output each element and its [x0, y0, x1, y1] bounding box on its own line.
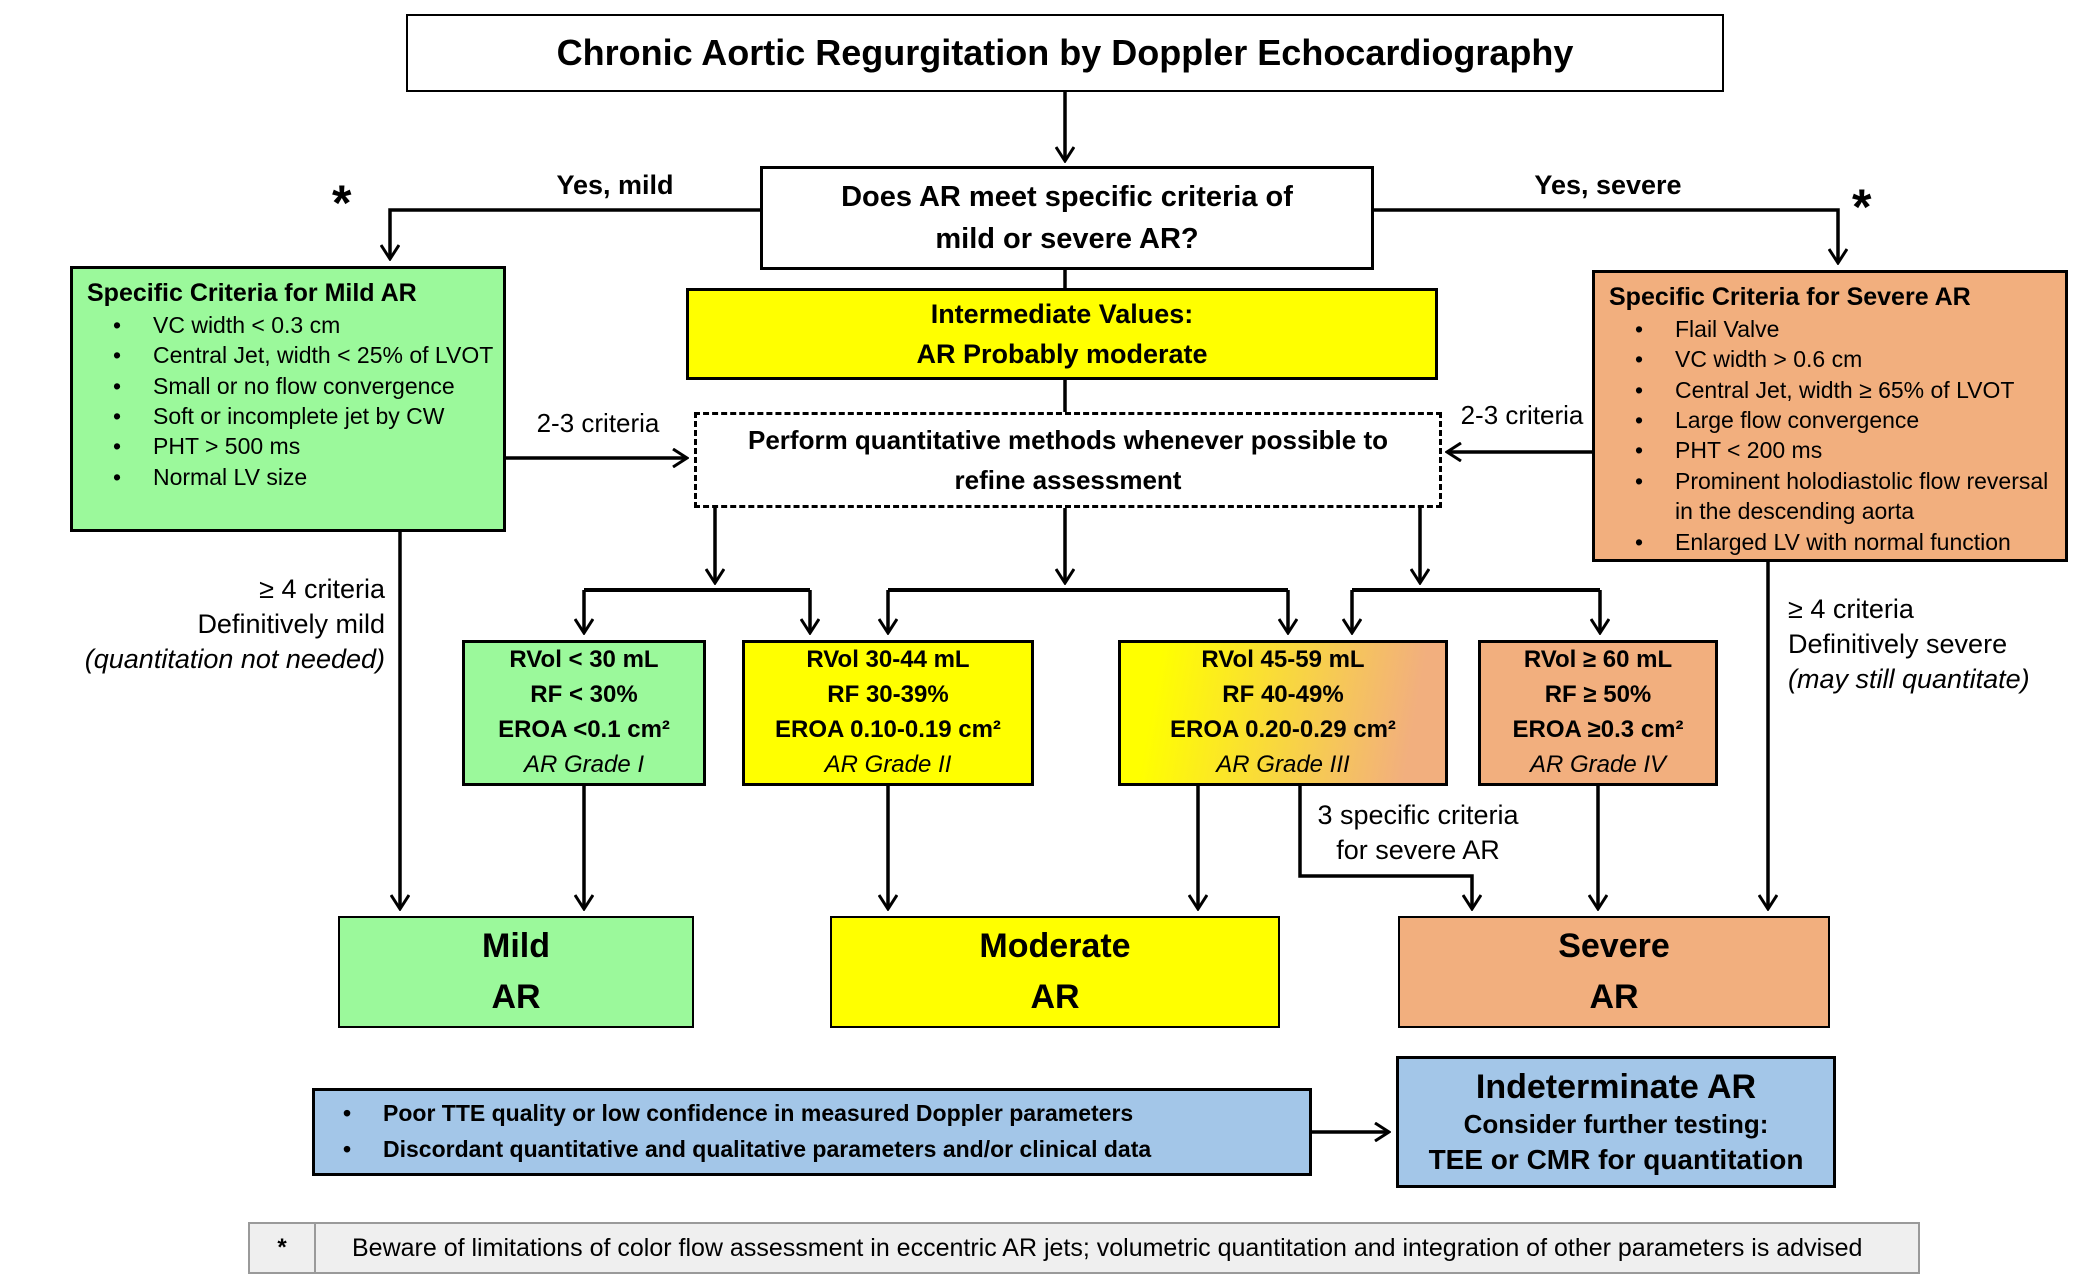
moderate-ar-result-box: Moderate AR [830, 916, 1280, 1028]
indeterminate-title: Indeterminate AR [1475, 1067, 1757, 1106]
moderate-result-line2: AR [1030, 978, 1080, 1016]
indeterminate-criteria-box: Poor TTE quality or low confidence in me… [312, 1088, 1312, 1176]
grade3-eroa: EROA 0.20-0.29 cm² [1170, 716, 1396, 743]
severe-criteria-box: Specific Criteria for Severe AR Flail Va… [1592, 270, 2068, 562]
footnote-marker: * [250, 1224, 316, 1272]
grade3-rf: RF 40-49% [1222, 681, 1344, 709]
severe-note-line1: ≥ 4 criteria [1788, 594, 1914, 624]
grade4-eroa: EROA ≥0.3 cm² [1512, 716, 1684, 743]
indeterminate-line3: TEE or CMR for quantitation [1428, 1143, 1804, 1175]
intermediate-line2: AR Probably moderate [916, 339, 1208, 369]
severe-path-note: ≥ 4 criteria Definitively severe (may st… [1788, 592, 2088, 697]
mild-path-note: ≥ 4 criteria Definitively mild (quantita… [55, 572, 385, 677]
grade2-rvol: RVol 30-44 mL [806, 646, 970, 674]
list-item: PHT < 200 ms [1609, 435, 2057, 466]
footnote-text: Beware of limitations of color flow asse… [352, 1233, 1863, 1262]
grade4-box: RVol ≥ 60 mL RF ≥ 50% EROA ≥0.3 cm² AR G… [1478, 640, 1718, 786]
severe-result-line2: AR [1589, 978, 1639, 1016]
severe-note-line2: Definitively severe [1788, 629, 2008, 660]
mild-criteria-list: VC width < 0.3 cm Central Jet, width < 2… [87, 310, 493, 493]
mild-note-line2: Definitively mild [197, 609, 385, 640]
decision-line1: Does AR meet specific criteria of [841, 180, 1293, 213]
grade4-rf: RF ≥ 50% [1544, 681, 1652, 709]
mild-note-line3: (quantitation not needed) [84, 644, 385, 675]
three-criteria-note: 3 specific criteria for severe AR [1308, 798, 1528, 868]
grade3-rvol: RVol 45-59 mL [1201, 646, 1365, 674]
mild-criteria-box: Specific Criteria for Mild AR VC width <… [70, 266, 506, 532]
indeterminate-ar-box: Indeterminate AR Consider further testin… [1396, 1056, 1836, 1188]
connector-yes-mild [390, 208, 760, 258]
list-item: Large flow convergence [1609, 405, 2057, 436]
grade2-label: AR Grade II [824, 750, 952, 778]
severe-note-line3: (may still quantitate) [1788, 664, 2030, 695]
mild-criteria-title: Specific Criteria for Mild AR [87, 279, 417, 307]
mild-note-line1: ≥ 4 criteria [259, 574, 385, 604]
quantitative-line1: Perform quantitative methods whenever po… [747, 424, 1389, 455]
grade2-eroa: EROA 0.10-0.19 cm² [775, 716, 1001, 743]
severe-ar-result-box: Severe AR [1398, 916, 1830, 1028]
label-yes-severe: Yes, severe [1534, 170, 1682, 200]
label-criteria-count-right: 2-3 criteria [1460, 400, 1584, 430]
severe-result-line1: Severe [1558, 927, 1670, 965]
grade2-rf: RF 30-39% [827, 681, 949, 709]
list-item: Prominent holodiastolic flow reversal in… [1609, 466, 2057, 527]
severe-criteria-title: Specific Criteria for Severe AR [1609, 283, 1971, 311]
decision-line2: mild or severe AR? [935, 223, 1199, 255]
severe-criteria-list: Flail Valve VC width > 0.6 cm Central Je… [1609, 314, 2057, 557]
grade1-label: AR Grade I [523, 750, 645, 778]
intermediate-values-box: Intermediate Values: AR Probably moderat… [686, 288, 1438, 380]
list-item: Central Jet, width < 25% of LVOT [87, 340, 493, 371]
title-box: Chronic Aortic Regurgitation by Doppler … [406, 14, 1724, 92]
list-item: Normal LV size [87, 462, 493, 493]
grade1-rvol: RVol < 30 mL [509, 646, 659, 674]
indeterminate-criteria-list: Poor TTE quality or low confidence in me… [321, 1096, 1151, 1167]
grade3-box: RVol 45-59 mL RF 40-49% EROA 0.20-0.29 c… [1118, 640, 1448, 786]
label-yes-mild: Yes, mild [556, 170, 674, 200]
intermediate-line1: Intermediate Values: [930, 298, 1194, 329]
label-criteria-count-left: 2-3 criteria [536, 408, 660, 438]
page-title: Chronic Aortic Regurgitation by Doppler … [556, 32, 1574, 73]
list-item: Poor TTE quality or low confidence in me… [321, 1096, 1151, 1132]
list-item: Central Jet, width ≥ 65% of LVOT [1609, 375, 2057, 406]
connector-grade3-severe [1298, 786, 1472, 908]
asterisk-right: * [1852, 179, 1872, 235]
list-item: VC width < 0.3 cm [87, 310, 493, 341]
mild-ar-result-box: Mild AR [338, 916, 694, 1028]
grade3-label: AR Grade III [1216, 750, 1350, 778]
list-item: VC width > 0.6 cm [1609, 344, 2057, 375]
decision-box: Does AR meet specific criteria of mild o… [760, 166, 1374, 270]
list-item: Enlarged LV with normal function [1609, 527, 2057, 558]
grade1-box: RVol < 30 mL RF < 30% EROA <0.1 cm² AR G… [462, 640, 706, 786]
three-criteria-line1: 3 specific criteria [1317, 800, 1519, 830]
mild-result-line1: Mild [482, 927, 550, 965]
three-criteria-line2: for severe AR [1336, 835, 1500, 866]
list-item: Discordant quantitative and qualitative … [321, 1132, 1151, 1168]
grade4-label: AR Grade IV [1529, 750, 1667, 778]
grade2-box: RVol 30-44 mL RF 30-39% EROA 0.10-0.19 c… [742, 640, 1034, 786]
list-item: Flail Valve [1609, 314, 2057, 345]
moderate-result-line1: Moderate [979, 927, 1131, 965]
footnote-box: * Beware of limitations of color flow as… [248, 1222, 1920, 1274]
quantitative-methods-box: Perform quantitative methods whenever po… [694, 412, 1442, 508]
quantitative-line2: refine assessment [954, 465, 1182, 495]
grade1-rf: RF < 30% [530, 681, 638, 709]
grade1-eroa: EROA <0.1 cm² [498, 716, 670, 743]
mild-result-line2: AR [491, 978, 541, 1016]
connector-yes-severe [1374, 208, 1838, 262]
asterisk-left: * [332, 175, 352, 231]
list-item: PHT > 500 ms [87, 431, 493, 462]
list-item: Soft or incomplete jet by CW [87, 401, 493, 432]
indeterminate-line2: Consider further testing: [1463, 1109, 1769, 1140]
grade4-rvol: RVol ≥ 60 mL [1523, 646, 1673, 674]
list-item: Small or no flow convergence [87, 371, 493, 402]
